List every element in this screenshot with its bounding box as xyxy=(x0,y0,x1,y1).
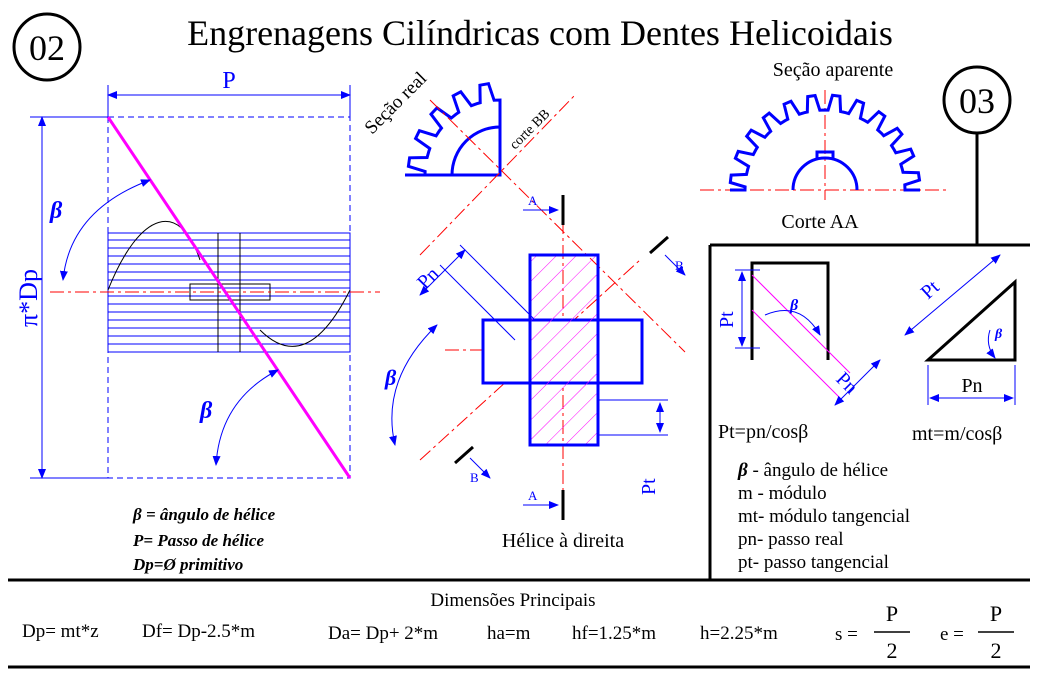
helice-direita-caption: Hélice à direita xyxy=(502,530,624,552)
formula-e-lhs: e = xyxy=(940,624,964,645)
right-legend: β - ângulo de hélice m - módulo mt- módu… xyxy=(737,460,910,573)
pt-middle-label: Pt xyxy=(638,478,660,495)
formula-dp: Dp= mt*z xyxy=(22,621,99,642)
dim-p-label: P xyxy=(222,68,235,94)
frame-lines xyxy=(8,243,1030,669)
badge-03: 03 xyxy=(942,65,1012,245)
formula-s-lhs: s = xyxy=(835,624,858,645)
badge-03-label: 03 xyxy=(959,81,995,121)
badge-02-label: 02 xyxy=(29,28,65,68)
pn-label: Pn xyxy=(413,263,443,293)
main-dimensions: Dimensões Principais Dp= mt*z Df= Dp-2.5… xyxy=(22,590,1014,663)
corte-bb-label: corte BB xyxy=(507,107,553,153)
middle-gear-view: Seção real corte BB A A B B Pn β Pt Héli… xyxy=(361,68,686,552)
left-legend-beta: β = ângulo de hélice xyxy=(132,505,276,524)
cut-b-top-label: B xyxy=(675,258,684,273)
dimensions-heading: Dimensões Principais xyxy=(430,590,595,611)
beta-left-label: β xyxy=(789,297,799,314)
apparent-section-view: Seção aparente Corte AA xyxy=(700,59,950,233)
legend-row: m - módulo xyxy=(738,483,827,504)
formula-ha: ha=m xyxy=(487,623,531,644)
formula-s-num: P xyxy=(886,601,898,626)
formula-h: h=2.25*m xyxy=(700,623,778,644)
legend-row: mt- módulo tangencial xyxy=(738,506,910,527)
cut-a-top-label: A xyxy=(528,193,538,208)
formula-e-den: 2 xyxy=(991,638,1002,663)
legend-row: pt- passo tangencial xyxy=(738,552,889,573)
left-legend-dp: Dp=Ø primitivo xyxy=(132,555,243,574)
pn-right-label: Pn xyxy=(961,375,982,397)
formula-hf: hf=1.25*m xyxy=(572,623,656,644)
pitch-relations-view: Pt β Pn Pt β Pn Pt=pn/cosβ mt=m/cosβ β -… xyxy=(716,254,1017,573)
left-helix-development: P π*Dp β β β = ângulo de hélice P= Passo… xyxy=(14,68,380,574)
formula-df: Df= Dp-2.5*m xyxy=(142,621,255,642)
legend-row: β - ângulo de hélice xyxy=(737,460,888,481)
cut-b-bottom-label: B xyxy=(470,470,479,485)
formula-s-den: 2 xyxy=(887,638,898,663)
pt-right-label: Pt xyxy=(917,276,944,304)
pt-left-label: Pt xyxy=(716,311,738,328)
formula-mt: mt=m/cosβ xyxy=(912,423,1002,445)
formula-pt: Pt=pn/cosβ xyxy=(718,421,808,443)
dim-pidp-label: π*Dp xyxy=(14,269,43,327)
formula-da: Da= Dp+ 2*m xyxy=(328,623,438,644)
beta-middle-label: β xyxy=(384,365,397,390)
page-title: Engrenagens Cilíndricas com Dentes Helic… xyxy=(187,13,893,53)
cut-a-bottom-label: A xyxy=(528,488,538,503)
secao-aparente-label: Seção aparente xyxy=(773,59,894,81)
legend-row: pn- passo real xyxy=(738,529,844,550)
left-legend-p: P= Passo de hélice xyxy=(132,531,264,550)
beta-right-label: β xyxy=(994,327,1003,342)
beta-bottom-label: β xyxy=(199,398,213,424)
beta-top-label: β xyxy=(49,198,63,224)
corte-aa-label: Corte AA xyxy=(781,211,859,233)
badge-02: 02 xyxy=(12,12,82,82)
secao-real-label: Seção real xyxy=(361,68,431,138)
formula-e-num: P xyxy=(990,601,1002,626)
